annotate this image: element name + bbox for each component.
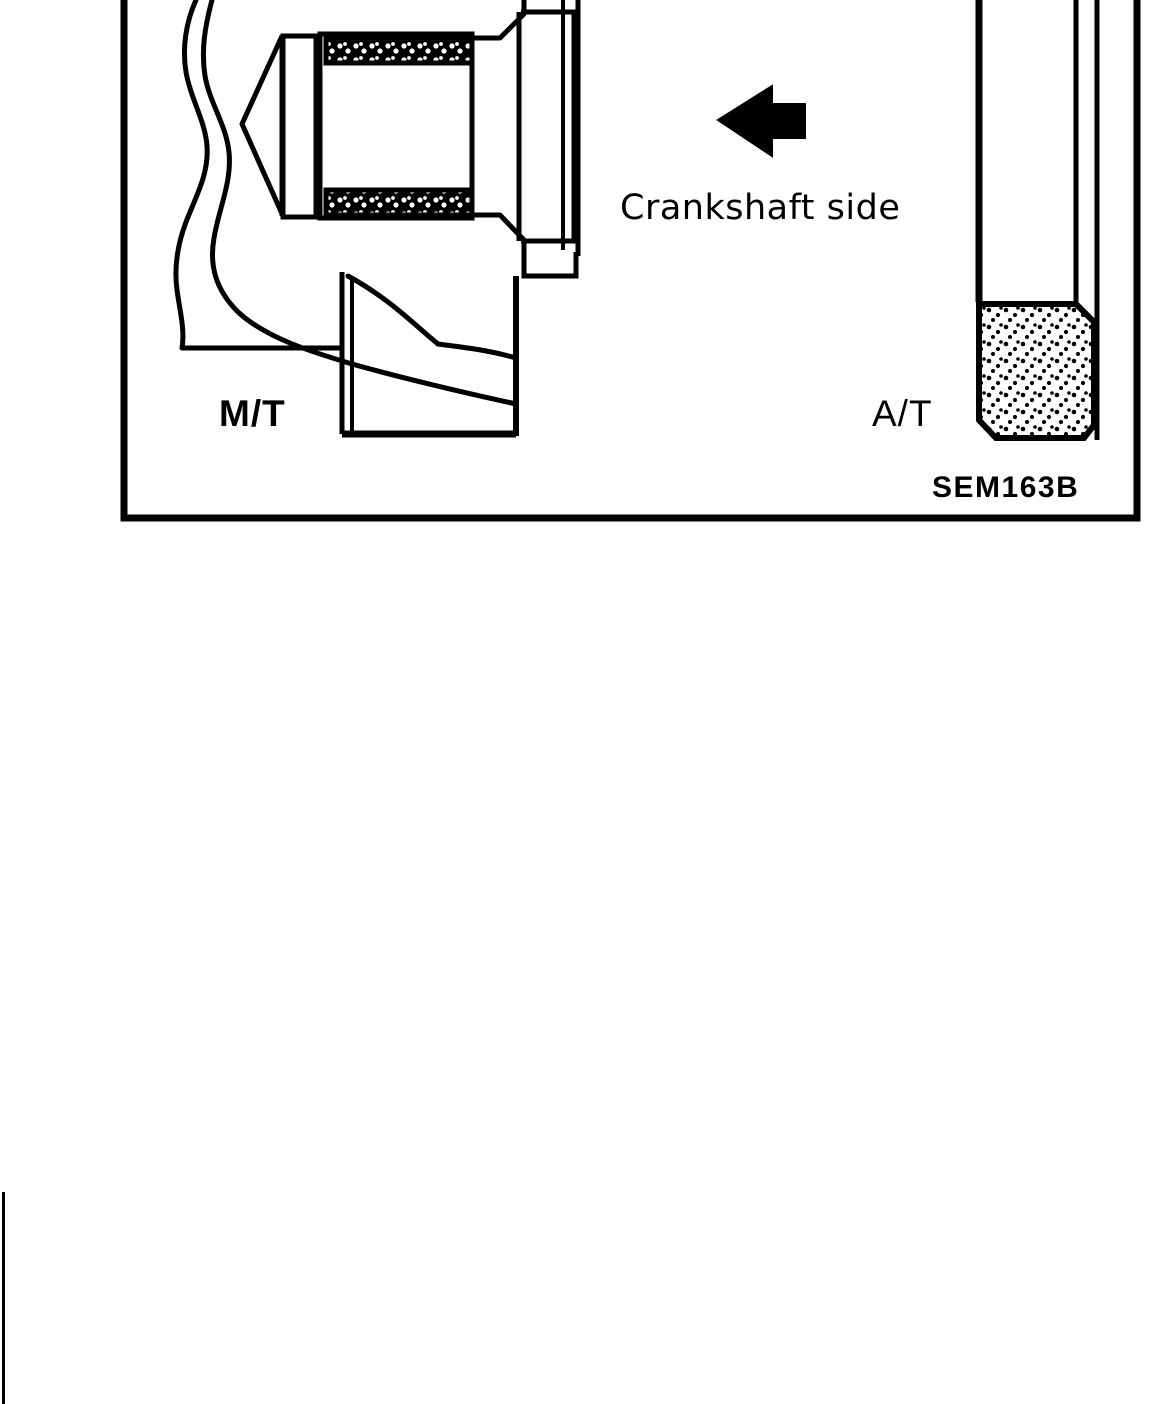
at-assembly-drawing — [975, 0, 1100, 441]
left-arrow-icon — [716, 84, 806, 158]
figure-frame — [120, 0, 1141, 522]
mt-assembly-drawing — [173, 0, 581, 438]
figure-code-label: SEM163B — [932, 471, 1080, 504]
manual-transmission-label: M/T — [219, 393, 286, 434]
crankshaft-side-label: Crankshaft side — [620, 188, 901, 228]
automatic-transmission-label: A/T — [872, 393, 933, 434]
